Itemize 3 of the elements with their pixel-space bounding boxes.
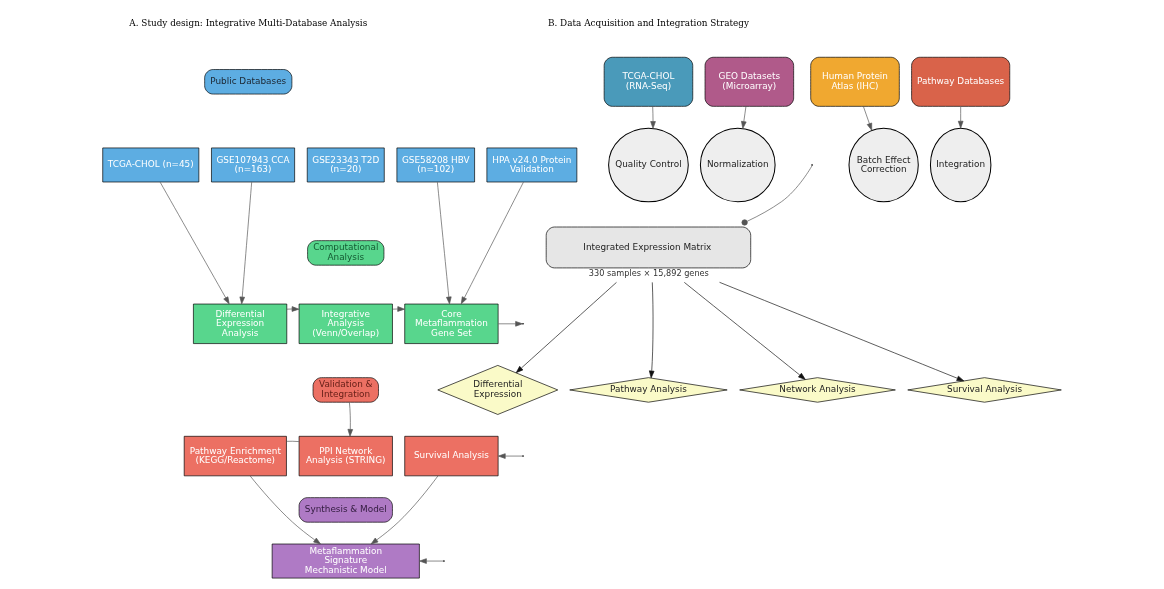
label: B. Data Acquisition and Integration Strategy xyxy=(547,17,749,28)
node-label: 330 samples × 15,892 genes xyxy=(588,267,709,278)
label: A. Study design: Integrative Multi-Database Analysis xyxy=(129,17,368,28)
